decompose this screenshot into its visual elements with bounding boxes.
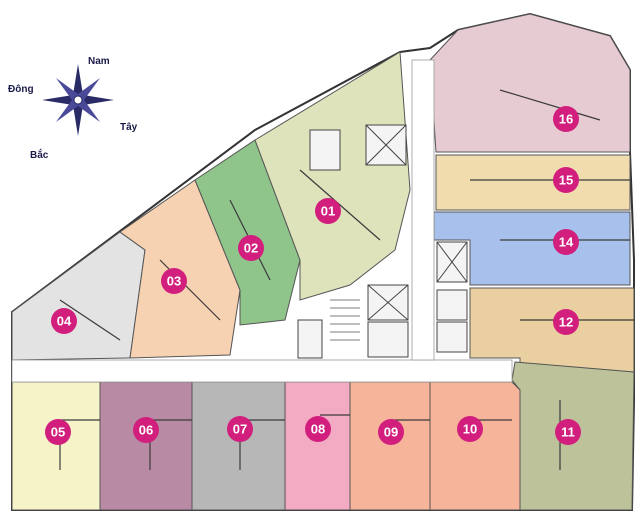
unit-15-area[interactable] — [435, 154, 631, 211]
unit-09-marker[interactable] — [378, 419, 404, 445]
unit-04-marker[interactable] — [51, 308, 77, 334]
unit-03-marker[interactable] — [161, 268, 187, 294]
unit-12-marker[interactable] — [553, 309, 579, 335]
unit-03-label: 03 — [167, 274, 181, 289]
unit-01-area[interactable] — [254, 51, 411, 301]
unit-06-label: 06 — [139, 423, 153, 438]
unit-01-label: 01 — [321, 204, 335, 219]
unit-08-area[interactable] — [284, 381, 351, 511]
unit-02-marker[interactable] — [238, 235, 264, 261]
unit-10-label: 10 — [463, 422, 477, 437]
elevator-core — [297, 124, 468, 359]
unit-04-label: 04 — [57, 314, 72, 329]
corridor-horizontal — [11, 359, 513, 383]
unit-14-marker[interactable] — [553, 229, 579, 255]
unit-11-marker[interactable] — [555, 419, 581, 445]
unit-15-label: 15 — [559, 173, 573, 188]
unit-06-area[interactable] — [99, 381, 193, 511]
unit-16-area[interactable] — [429, 13, 631, 153]
unit-16-marker[interactable] — [553, 106, 579, 132]
unit-10-marker[interactable] — [457, 416, 483, 442]
unit-09-area[interactable] — [349, 381, 431, 511]
unit-06-marker[interactable] — [133, 417, 159, 443]
unit-02-label: 02 — [244, 241, 258, 256]
unit-14-label: 14 — [559, 235, 574, 250]
unit-09-label: 09 — [384, 425, 398, 440]
stair — [330, 299, 360, 341]
compass-label-east: Tây — [120, 122, 138, 133]
unit-15-marker[interactable] — [553, 167, 579, 193]
unit-16-label: 16 — [559, 112, 573, 127]
corridor-vertical — [411, 59, 435, 361]
compass-label-west: Đông — [8, 84, 34, 95]
unit-01-marker[interactable] — [315, 198, 341, 224]
unit-08-marker[interactable] — [305, 416, 331, 442]
unit-08-label: 08 — [311, 422, 325, 437]
unit-10-area[interactable] — [429, 381, 521, 511]
unit-05-marker[interactable] — [45, 419, 71, 445]
compass-rose — [42, 64, 114, 136]
unit-07-area[interactable] — [191, 381, 286, 511]
compass-label-north: Nam — [88, 56, 110, 67]
unit-07-label: 07 — [233, 422, 247, 437]
unit-12-label: 12 — [559, 315, 573, 330]
unit-05-area[interactable] — [11, 381, 101, 511]
unit-11-label: 11 — [561, 425, 575, 440]
unit-markers: 01 02 03 04 05 06 07 08 09 10 11 12 14 15 16 — [45, 106, 581, 445]
unit-05-label: 05 — [51, 425, 65, 440]
unit-07-marker[interactable] — [227, 416, 253, 442]
compass-label-south: Bắc — [30, 148, 49, 161]
